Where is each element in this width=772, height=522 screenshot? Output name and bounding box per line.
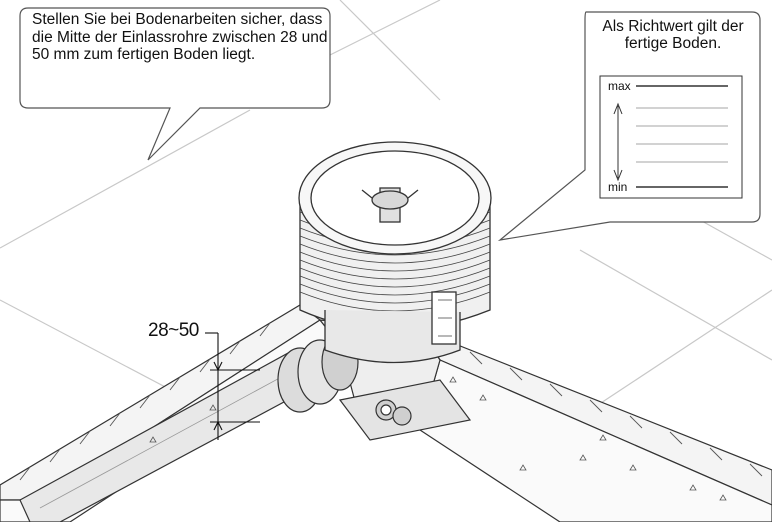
dimension-label: 28~50	[148, 320, 199, 341]
dimension-marker	[205, 332, 260, 440]
reference-note-text: Als Richtwert gilt der fertige Boden.	[602, 18, 744, 52]
reference-note-bubble	[497, 11, 761, 241]
drain-cylinder	[298, 141, 492, 364]
inlet-pipe	[19, 333, 359, 522]
gauge-min-label: min	[608, 180, 628, 194]
level-gauge	[599, 75, 743, 199]
mounting-base	[338, 379, 472, 441]
slab-hatching	[19, 322, 763, 481]
floor-instruction-text: Stellen Sie bei Bodenarbeiten sicher, da…	[32, 11, 328, 63]
screed-aggregate	[149, 376, 727, 501]
floor-instruction-bubble	[19, 7, 331, 161]
gauge-max-label: max	[608, 79, 631, 93]
